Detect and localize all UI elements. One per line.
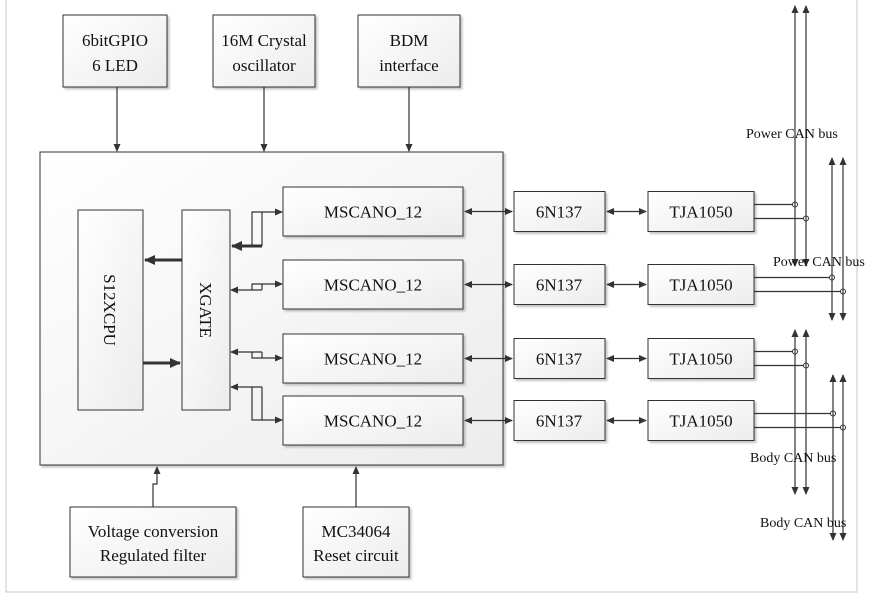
transceiver-label: TJA1050 (669, 203, 732, 222)
mscan-block (282, 333, 464, 384)
mscan-block (282, 395, 464, 446)
mc34064-label: MC34064 (322, 522, 391, 541)
reset-circuit-block: MC34064 Reset circuit (302, 506, 410, 578)
can-channel-4: MSCANO_12 6N137 TJA1050 (282, 395, 846, 446)
optocoupler-label: 6N137 (536, 350, 583, 369)
can-channel-3: MSCANO_12 6N137 TJA1050 (282, 333, 809, 384)
power-can-bus-label-2: Power CAN bus (773, 255, 865, 270)
optocoupler-block (513, 338, 606, 379)
optocoupler-block (513, 264, 606, 305)
cpu-label: S12XCPU (100, 274, 119, 346)
mscan-block (282, 186, 464, 237)
s12xcpu-block: S12XCPU (77, 209, 144, 411)
transceiver-block (647, 338, 755, 379)
xgate-label: XGATE (196, 282, 215, 338)
can-channel-2: MSCANO_12 6N137 TJA1050 (282, 259, 846, 310)
xgate-mscan-connectors (230, 212, 282, 420)
power-can-bus-label-1: Power CAN bus (746, 127, 838, 142)
power-arrow (152, 466, 161, 507)
optocoupler-block (513, 400, 606, 441)
reset-circuit-label: Reset circuit (313, 546, 399, 565)
crystal-label: 16M Crystal (221, 31, 307, 50)
mscan-label: MSCANO_12 (324, 350, 422, 369)
voltage-conversion-label: Voltage conversion (88, 522, 219, 541)
transceiver-block (647, 264, 755, 305)
mscan-label: MSCANO_12 (324, 276, 422, 295)
transceiver-label: TJA1050 (669, 412, 732, 431)
interface-label: interface (379, 56, 438, 75)
mscan-block (282, 259, 464, 310)
optocoupler-label: 6N137 (536, 276, 583, 295)
body-can-bus-label-1: Body CAN bus (750, 451, 836, 466)
body-can-bus-label-2: Body CAN bus (760, 516, 846, 531)
voltage-conversion-block: Voltage conversion Regulated filter (69, 506, 237, 578)
bdm-label: BDM (390, 31, 429, 50)
diagram-frame (5, 0, 858, 593)
can-channel-1: MSCANO_12 6N137 TJA1050 (282, 186, 809, 237)
transceiver-label: TJA1050 (669, 350, 732, 369)
led-label: 6 LED (92, 56, 138, 75)
optocoupler-label: 6N137 (536, 412, 583, 431)
transceiver-block (647, 400, 755, 441)
transceiver-label: TJA1050 (669, 276, 732, 295)
optocoupler-label: 6N137 (536, 203, 583, 222)
xgate-block: XGATE (181, 209, 231, 411)
oscillator-label: oscillator (232, 56, 296, 75)
regulated-filter-label: Regulated filter (100, 546, 207, 565)
transceiver-block (647, 191, 755, 232)
optocoupler-block (513, 191, 606, 232)
crystal-oscillator-block: 16M Crystal oscillator (212, 14, 316, 88)
mscan-label: MSCANO_12 (324, 412, 422, 431)
mscan-label: MSCANO_12 (324, 203, 422, 222)
bdm-interface-block: BDM interface (357, 14, 461, 88)
can-bus-lines (791, 5, 847, 541)
gpio-led-block: 6bitGPIO 6 LED (62, 14, 168, 88)
gpio-label: 6bitGPIO (82, 31, 148, 50)
